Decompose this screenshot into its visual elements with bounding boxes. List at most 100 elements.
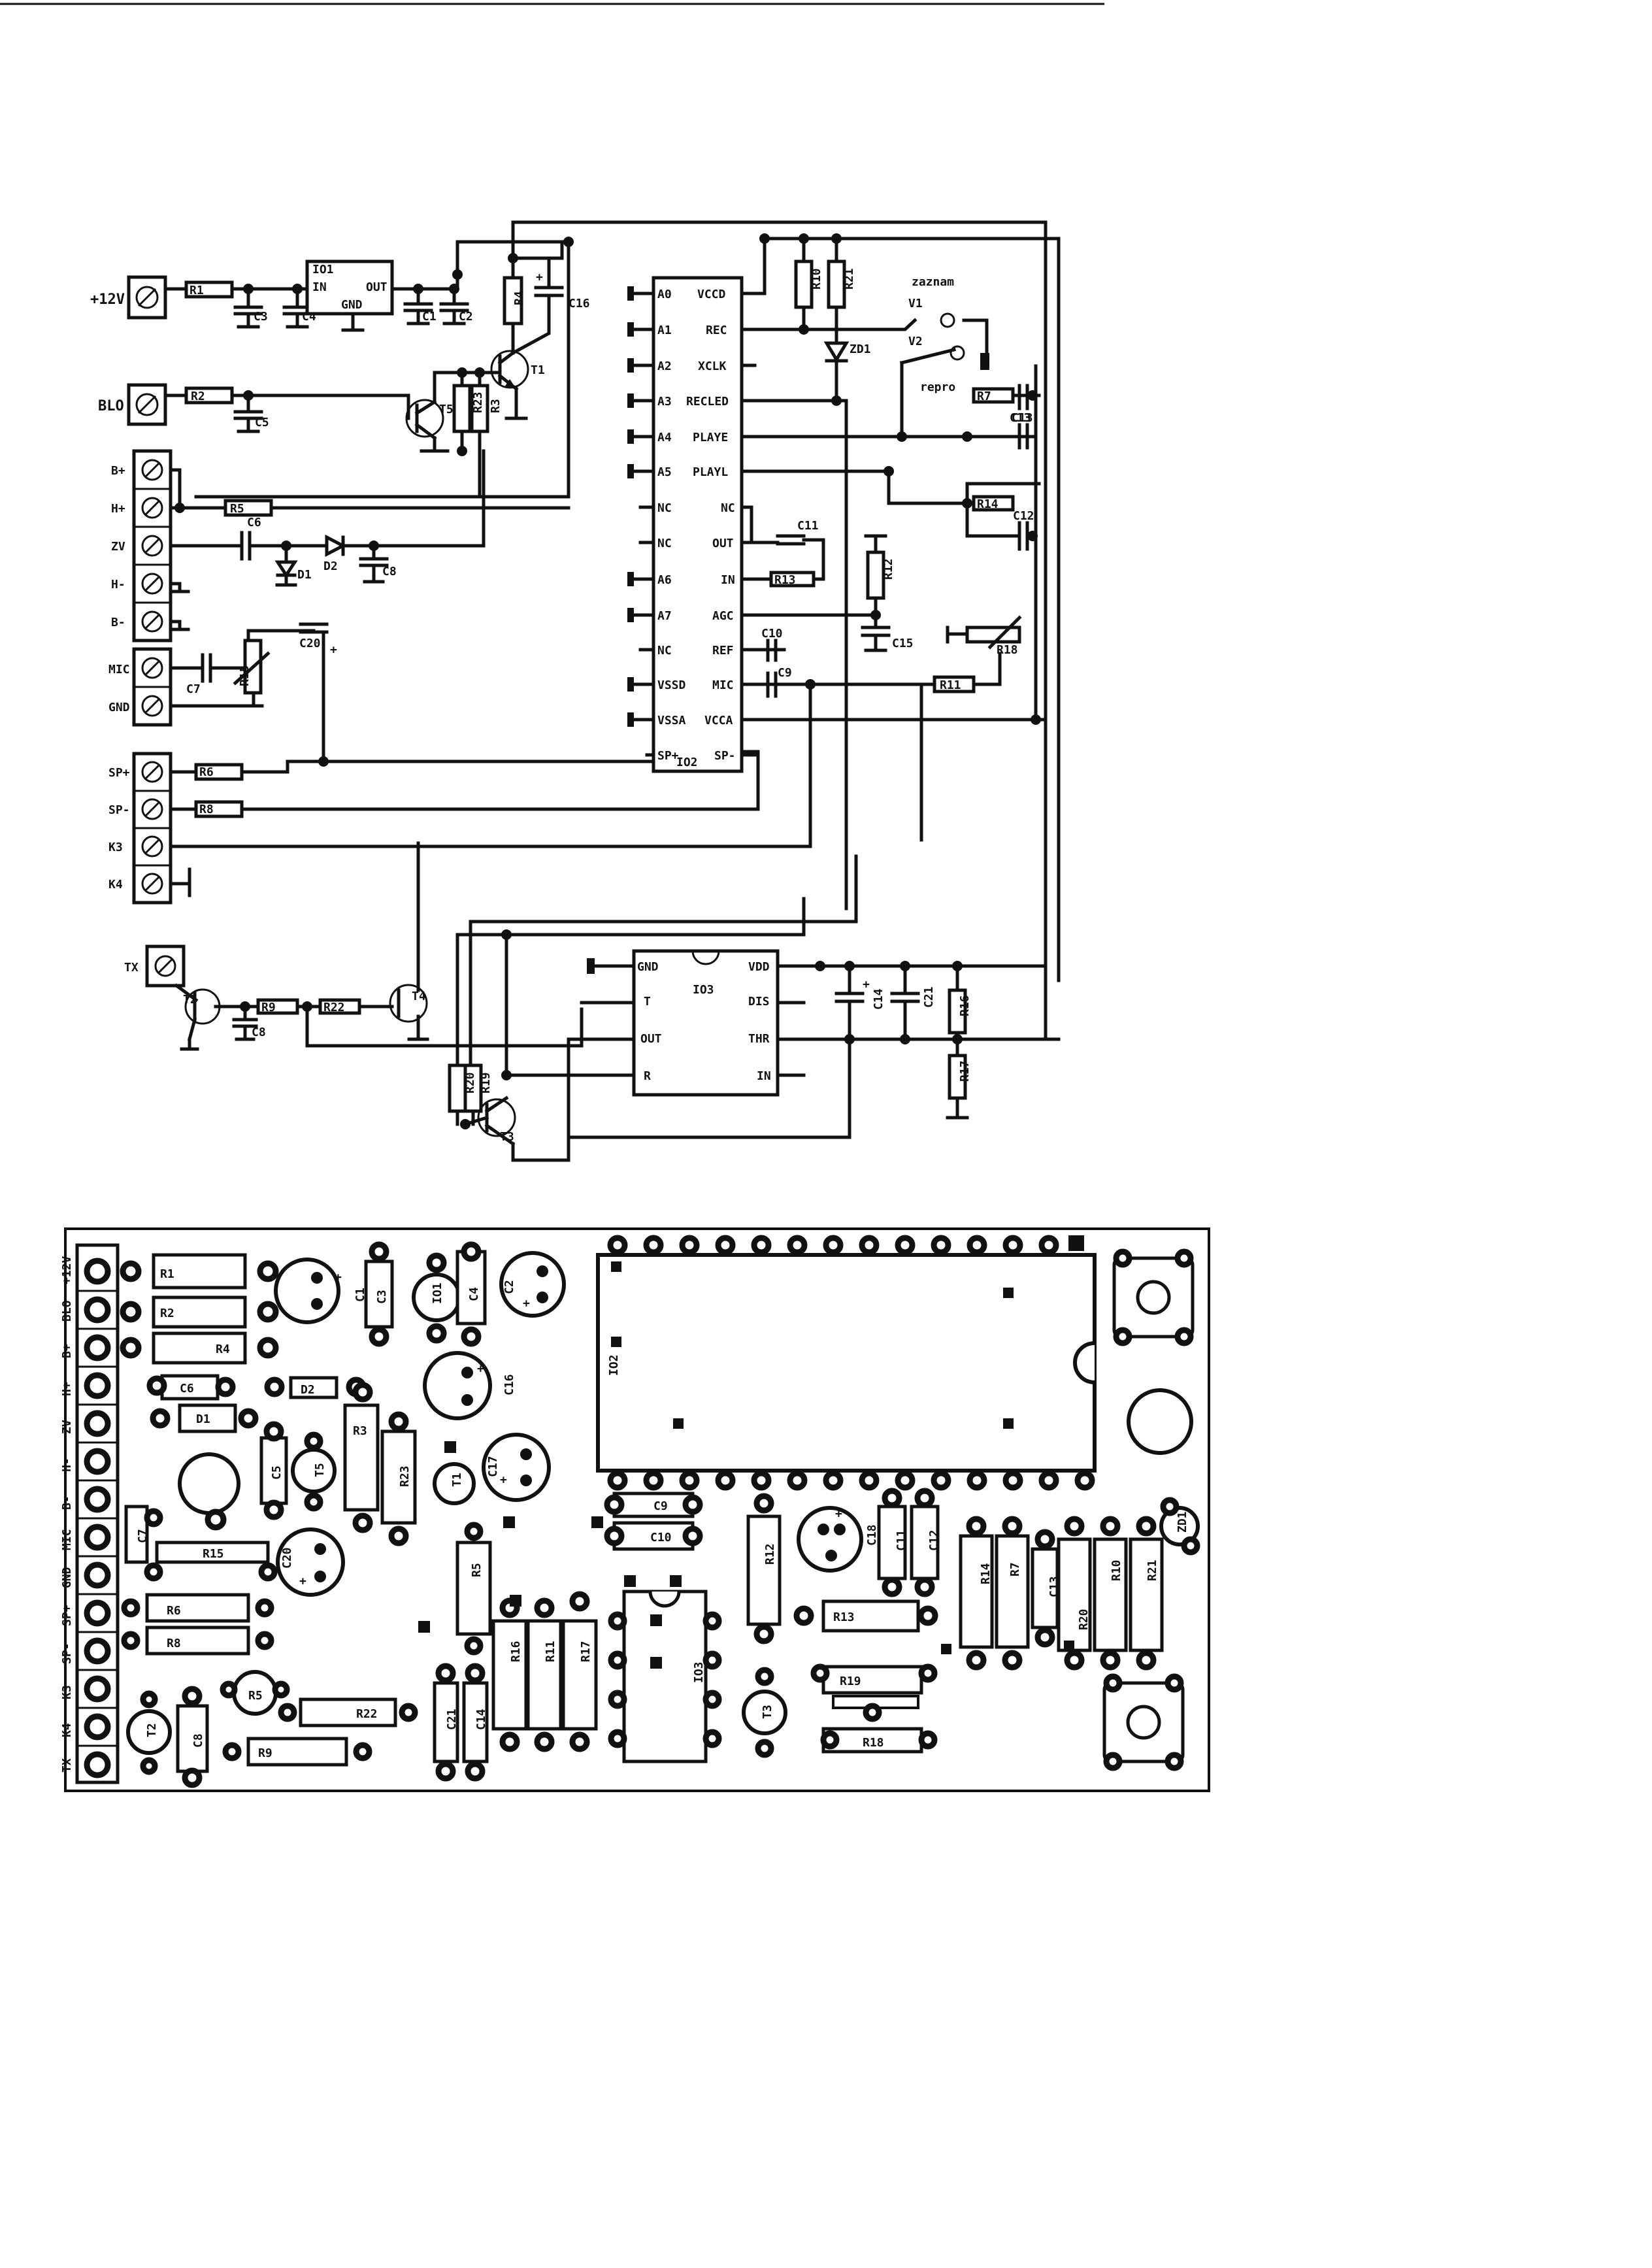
svg-text:C8: C8 bbox=[382, 565, 397, 578]
svg-text:VCCA: VCCA bbox=[704, 714, 733, 727]
svg-text:K4: K4 bbox=[60, 1723, 74, 1737]
svg-text:PLAYL: PLAYL bbox=[693, 465, 728, 479]
pcb-io2-area: IO2 bbox=[596, 1235, 1097, 1491]
io2-left-pins: A0 A1 A2 A3 A4 A5 NC NC A6 A7 NC VSSD VS… bbox=[627, 286, 686, 763]
svg-text:R5: R5 bbox=[248, 1689, 263, 1703]
terminal-label-hminus: H- bbox=[111, 578, 125, 592]
svg-text:V1: V1 bbox=[908, 297, 923, 310]
terminal-label-tx: TX bbox=[124, 961, 139, 975]
svg-text:C13: C13 bbox=[1048, 1576, 1061, 1597]
svg-text:IO2: IO2 bbox=[607, 1354, 621, 1376]
svg-text:IO1: IO1 bbox=[312, 263, 334, 276]
svg-text:MIC: MIC bbox=[712, 678, 734, 692]
svg-text:R18: R18 bbox=[863, 1736, 884, 1750]
svg-text:V2: V2 bbox=[908, 335, 923, 348]
svg-text:+: + bbox=[500, 1473, 507, 1487]
svg-text:VSSD: VSSD bbox=[657, 678, 686, 692]
svg-text:K3: K3 bbox=[60, 1685, 74, 1699]
svg-text:R23: R23 bbox=[471, 392, 485, 413]
svg-text:C14: C14 bbox=[474, 1709, 488, 1730]
svg-text:OUT: OUT bbox=[366, 280, 388, 294]
svg-text:C5: C5 bbox=[255, 416, 269, 429]
svg-text:NC: NC bbox=[657, 537, 672, 550]
svg-text:ZV: ZV bbox=[60, 1420, 74, 1434]
svg-text:C20: C20 bbox=[280, 1547, 294, 1569]
svg-text:C1: C1 bbox=[422, 310, 437, 324]
svg-text:IO3: IO3 bbox=[693, 983, 714, 997]
svg-text:R13: R13 bbox=[774, 573, 796, 587]
svg-text:NC: NC bbox=[721, 501, 735, 515]
pcb-switches bbox=[1102, 1248, 1195, 1771]
svg-text:C2: C2 bbox=[459, 310, 473, 324]
pcb-tx-parts: T2 C8 R5 R22 R9 bbox=[126, 1670, 418, 1788]
svg-text:T2: T2 bbox=[183, 993, 197, 1007]
svg-text:D1: D1 bbox=[297, 568, 312, 582]
svg-text:R10: R10 bbox=[1110, 1559, 1123, 1581]
svg-text:R6: R6 bbox=[199, 765, 214, 779]
svg-text:D2: D2 bbox=[301, 1383, 315, 1397]
pcb-io3-area: R5 C21 C14 R16 R11 R17 IO3 bbox=[418, 1522, 722, 1782]
svg-text:A6: A6 bbox=[657, 573, 672, 587]
svg-text:+: + bbox=[335, 1271, 342, 1284]
svg-text:GND: GND bbox=[637, 960, 659, 974]
svg-text:IN: IN bbox=[312, 280, 327, 294]
svg-text:C11: C11 bbox=[895, 1529, 908, 1551]
t3-section: R20 R19 T3 bbox=[448, 854, 858, 1162]
blo-input-section: R2 C5 T5 R23 R3 bbox=[163, 367, 503, 499]
svg-text:R16: R16 bbox=[958, 995, 972, 1016]
pcb-power-parts: + C1 C3 IO1 C4 C2 + bbox=[274, 1241, 566, 1347]
svg-text:T2: T2 bbox=[145, 1723, 159, 1737]
svg-text:R5: R5 bbox=[230, 502, 244, 516]
svg-text:C1: C1 bbox=[354, 1288, 367, 1302]
svg-text:REF: REF bbox=[712, 644, 734, 658]
svg-text:+: + bbox=[863, 978, 870, 992]
svg-text:C16: C16 bbox=[503, 1374, 516, 1395]
svg-text:IN: IN bbox=[721, 573, 735, 587]
svg-text:D2: D2 bbox=[323, 559, 338, 573]
svg-text:A0: A0 bbox=[657, 288, 672, 301]
svg-text:R1: R1 bbox=[160, 1267, 174, 1281]
svg-text:SP-: SP- bbox=[60, 1643, 74, 1664]
svg-text:H+: H+ bbox=[60, 1382, 74, 1396]
terminal-block-tx: TX bbox=[124, 944, 186, 988]
terminal-block-mic: MIC GND bbox=[108, 647, 173, 727]
tx-section: T2 R9 C8 R22 T4 bbox=[174, 841, 584, 1051]
terminal-block-power: +12V BLO bbox=[90, 275, 167, 426]
svg-text:zaznam: zaznam bbox=[912, 275, 954, 289]
svg-text:R3: R3 bbox=[489, 399, 503, 413]
svg-text:R5: R5 bbox=[470, 1563, 484, 1577]
svg-text:C17: C17 bbox=[486, 1456, 500, 1477]
pcb-left-top-parts: R1 R2 R4 C6 D1 bbox=[120, 1253, 279, 1515]
svg-text:C8: C8 bbox=[252, 1026, 266, 1039]
svg-text:R14: R14 bbox=[977, 497, 999, 511]
mic-input-section: C7 R15 C20 + bbox=[169, 622, 337, 763]
svg-text:T1: T1 bbox=[450, 1473, 464, 1487]
svg-text:ZD1: ZD1 bbox=[850, 342, 871, 356]
svg-text:T3: T3 bbox=[761, 1705, 774, 1719]
svg-text:T4: T4 bbox=[412, 990, 426, 1003]
svg-text:C12: C12 bbox=[927, 1529, 941, 1551]
svg-text:RECLED: RECLED bbox=[686, 395, 729, 409]
io2-right-network: R10 R21 ZD1 V1 zaznam V2 repro R7 C13 C bbox=[750, 233, 1061, 982]
svg-text:R: R bbox=[644, 1069, 651, 1083]
power-supply-section: R1 C3 C4 IO1 IN OUT GND C1 C2 R4 C16 + bbox=[163, 220, 1048, 1038]
svg-text:A3: A3 bbox=[657, 395, 672, 409]
terminal-label-bplus: B+ bbox=[111, 464, 125, 478]
svg-text:C5: C5 bbox=[270, 1465, 284, 1480]
pcb-connector-strip: +12V BLO B+ H+ ZV H- B- MIC GND SP+ SP- … bbox=[60, 1243, 120, 1784]
svg-text:R7: R7 bbox=[1008, 1562, 1022, 1576]
svg-text:A2: A2 bbox=[657, 359, 672, 373]
terminal-block-speaker: SP+ SP- K3 K4 bbox=[108, 752, 173, 905]
svg-text:R8: R8 bbox=[167, 1637, 181, 1650]
svg-text:SP+: SP+ bbox=[60, 1605, 74, 1626]
svg-text:R7: R7 bbox=[977, 390, 991, 403]
svg-text:C7: C7 bbox=[136, 1529, 150, 1543]
svg-text:R12: R12 bbox=[763, 1543, 777, 1565]
svg-text:C14: C14 bbox=[872, 988, 885, 1010]
svg-text:R11: R11 bbox=[544, 1641, 557, 1662]
svg-text:ZD1: ZD1 bbox=[1176, 1511, 1189, 1533]
svg-text:OUT: OUT bbox=[712, 537, 734, 550]
terminal-label-mic: MIC bbox=[108, 663, 130, 676]
svg-text:C4: C4 bbox=[467, 1287, 481, 1301]
io2-chip: IO2 bbox=[652, 276, 744, 773]
